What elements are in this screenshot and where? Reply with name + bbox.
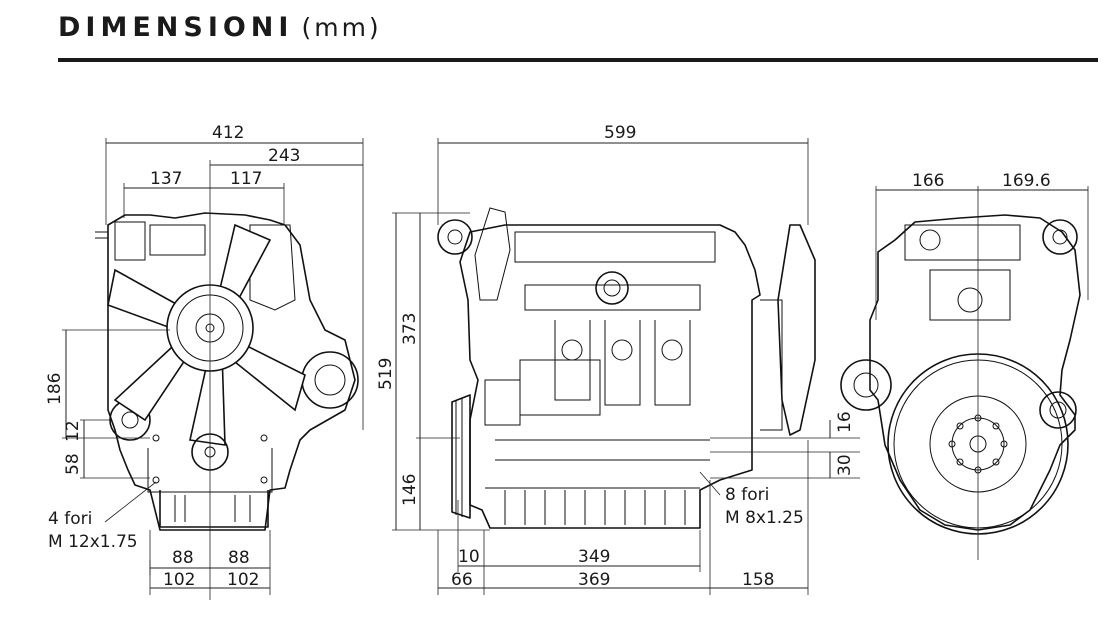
title-text: DIMENSIONI xyxy=(58,12,294,43)
front-foot-102-left: 102 xyxy=(163,570,195,590)
rear-right-169-6: 169.6 xyxy=(1002,171,1051,191)
front-support-58: 58 xyxy=(63,453,83,475)
side-front-66: 66 xyxy=(451,570,473,590)
side-rear-158: 158 xyxy=(742,570,774,590)
side-sump-10: 10 xyxy=(458,547,480,567)
front-holes-thread: M 12x1.75 xyxy=(48,532,138,552)
front-left-137: 137 xyxy=(150,169,182,189)
front-right-117: 117 xyxy=(230,169,262,189)
front-view-engine xyxy=(95,212,359,531)
dimension-labels: 412 243 137 117 186 12 58 88 88 102 102 … xyxy=(45,123,1051,590)
side-holes-thread: M 8x1.25 xyxy=(725,508,804,528)
title-rule xyxy=(58,58,1098,62)
front-foot-88-left: 88 xyxy=(172,548,194,568)
front-view-dims xyxy=(62,138,364,600)
rear-view-engine xyxy=(840,214,1081,535)
side-lower-146: 146 xyxy=(400,474,420,506)
side-view-engine xyxy=(437,207,816,529)
rear-view-dims xyxy=(875,186,1089,560)
front-offset-243: 243 xyxy=(268,146,300,166)
side-length-599: 599 xyxy=(604,123,636,143)
front-height-186: 186 xyxy=(45,373,65,405)
front-holes-count: 4 fori xyxy=(48,509,92,529)
unit-text: (mm) xyxy=(301,13,382,42)
side-sump-349: 349 xyxy=(578,547,610,567)
front-width-412: 412 xyxy=(212,123,244,143)
side-upper-373: 373 xyxy=(400,313,420,345)
page-title: DIMENSIONI (mm) xyxy=(58,12,382,48)
side-view-dims xyxy=(392,138,860,595)
front-foot-88-right: 88 xyxy=(228,548,250,568)
side-flange-30: 30 xyxy=(835,454,855,476)
front-foot-102-right: 102 xyxy=(227,570,259,590)
side-flange-16: 16 xyxy=(835,411,855,433)
front-support-12: 12 xyxy=(63,420,83,442)
side-height-519: 519 xyxy=(376,358,396,390)
side-mount-369: 369 xyxy=(578,570,610,590)
side-holes-count: 8 fori xyxy=(725,485,769,505)
rear-left-166: 166 xyxy=(912,171,944,191)
